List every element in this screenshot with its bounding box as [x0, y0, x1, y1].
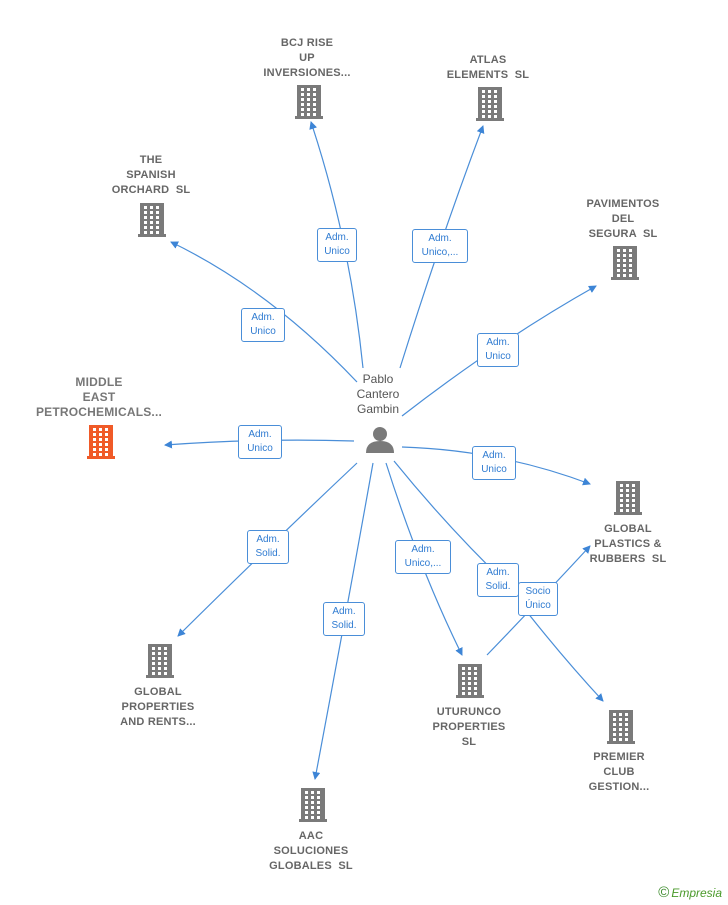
company-name-line: SOLUCIONES	[273, 845, 349, 857]
company-label-gprops[interactable]: GLOBAL PROPERTIES AND RENTS...	[103, 685, 213, 730]
relation-label-r-aac[interactable]: Adm. Solid.	[323, 602, 365, 636]
company-label-bcj[interactable]: BCJ RISE UP INVERSIONES...	[252, 36, 362, 81]
relation-text: Unico	[485, 351, 511, 362]
company-name-line: ELEMENTS SL	[446, 69, 530, 81]
relation-text: Adm.	[325, 232, 349, 243]
relation-text: Adm.	[411, 544, 435, 555]
company-name-line: AND RENTS...	[120, 716, 196, 728]
relation-text: Adm.	[482, 450, 506, 461]
company-name-line: PROPERTIES	[432, 721, 506, 733]
relation-text: Unico	[250, 326, 276, 337]
relation-text: Unico,...	[421, 247, 459, 258]
relation-label-r-middle[interactable]: Adm. Unico	[238, 425, 282, 459]
relation-text: Adm.	[486, 567, 510, 578]
company-name-line: UTURUNCO	[436, 706, 502, 718]
relation-text: Unico	[324, 246, 350, 257]
company-name-line: INVERSIONES...	[263, 67, 351, 79]
relation-label-r-uturunco[interactable]: Adm. Unico,...	[395, 540, 451, 574]
relation-text: Único	[525, 600, 551, 611]
company-name-line: AAC	[298, 830, 324, 842]
company-name-line: THE	[139, 154, 163, 166]
company-name-line: BCJ RISE	[280, 37, 334, 49]
company-name-line: SL	[461, 736, 477, 748]
company-name-line: PREMIER	[593, 751, 645, 763]
relation-label-r-spanish[interactable]: Adm. Unico	[241, 308, 285, 342]
company-name-line: CLUB	[603, 766, 635, 778]
footer-brand: ©Empresia	[658, 884, 722, 901]
company-name-line: PAVIMENTOS	[586, 198, 660, 210]
company-label-gplastics[interactable]: GLOBAL PLASTICS & RUBBERS SL	[578, 522, 678, 567]
relation-label-r-gprops[interactable]: Adm. Solid.	[247, 530, 289, 564]
company-label-spanish[interactable]: THE SPANISH ORCHARD SL	[101, 153, 201, 198]
relation-label-r-premier[interactable]: Adm. Solid.	[477, 563, 519, 597]
relation-label-r-atlas[interactable]: Adm. Unico,...	[412, 229, 468, 263]
relation-label-r-pavimentos[interactable]: Adm. Unico	[477, 333, 519, 367]
relation-text: Solid.	[485, 581, 511, 592]
relation-label-r-gplastics[interactable]: Adm. Unico	[472, 446, 516, 480]
relation-text: Solid.	[331, 620, 357, 631]
company-label-uturunco[interactable]: UTURUNCO PROPERTIES SL	[419, 705, 519, 750]
building-icon[interactable]	[87, 425, 115, 459]
company-name-line: PROPERTIES	[121, 701, 195, 713]
building-icon[interactable]	[138, 203, 166, 237]
company-name-line: EAST	[82, 390, 116, 404]
building-icon[interactable]	[299, 788, 327, 822]
company-label-pavimentos[interactable]: PAVIMENTOS DEL SEGURA SL	[573, 197, 673, 242]
company-label-aac[interactable]: AAC SOLUCIONES GLOBALES SL	[256, 829, 366, 874]
company-name-line: MIDDLE	[75, 375, 123, 389]
company-name-line: GLOBAL	[134, 686, 182, 698]
brand-name: Empresia	[671, 886, 722, 900]
building-icon[interactable]	[146, 644, 174, 678]
company-name-line: DEL	[611, 213, 635, 225]
building-icon[interactable]	[456, 664, 484, 698]
relation-text: Adm.	[256, 534, 280, 545]
company-name-line: SEGURA SL	[588, 228, 658, 240]
person-icon[interactable]	[366, 427, 394, 453]
relation-text: Adm.	[332, 606, 356, 617]
company-name-line: GESTION...	[588, 781, 650, 793]
relation-text: Socio	[525, 586, 551, 597]
copyright-icon: ©	[658, 884, 670, 901]
building-icon[interactable]	[614, 481, 642, 515]
edge-r-socio2	[526, 611, 604, 702]
company-name-line: RUBBERS SL	[589, 553, 667, 565]
building-icon[interactable]	[607, 710, 635, 744]
company-label-atlas[interactable]: ATLAS ELEMENTS SL	[438, 53, 538, 83]
company-name-line: GLOBAL	[604, 523, 652, 535]
company-name-line: ATLAS	[469, 54, 507, 66]
company-label-premier[interactable]: PREMIER CLUB GESTION...	[569, 750, 669, 795]
edge-r-spanish	[170, 241, 358, 383]
company-name-line: GLOBALES SL	[269, 860, 353, 872]
building-icon[interactable]	[611, 246, 639, 280]
company-name-line: UP	[299, 52, 315, 64]
relation-text: Unico	[481, 464, 507, 475]
relation-label-r-bcj[interactable]: Adm. Unico	[317, 228, 357, 262]
company-name-line: ORCHARD SL	[111, 184, 191, 196]
relation-text: Adm.	[428, 233, 452, 244]
person-name-line: Gambin	[356, 402, 400, 416]
relation-text: Adm.	[251, 312, 275, 323]
person-name-line: Pablo	[362, 372, 394, 386]
relation-text: Adm.	[248, 429, 272, 440]
building-icon[interactable]	[476, 87, 504, 121]
company-name-line: SPANISH	[126, 169, 176, 181]
relation-text: Unico,...	[404, 558, 442, 569]
company-name-line: PETROCHEMICALS...	[35, 405, 163, 419]
building-icon[interactable]	[295, 85, 323, 119]
relation-text: Solid.	[255, 548, 281, 559]
company-name-line: PLASTICS &	[594, 538, 662, 550]
person-name-line: Cantero	[356, 387, 400, 401]
relation-text: Unico	[247, 443, 273, 454]
relation-text: Adm.	[486, 337, 510, 348]
